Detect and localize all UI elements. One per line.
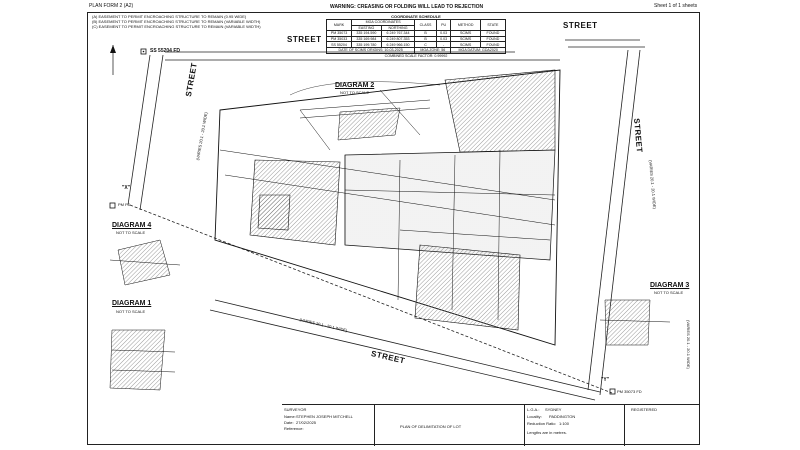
surveyor-heading: SURVEYOR xyxy=(284,407,307,412)
col-easting: EASTING xyxy=(351,24,382,32)
diagram-3-note: NOT TO SCALE xyxy=(654,290,684,295)
col-state: STATE xyxy=(479,18,507,32)
x-mark-label: "X" xyxy=(122,185,131,191)
table-row: DATE OF SCIMS ORIGINS: 10-03-2025 MGA ZO… xyxy=(325,47,506,54)
table-row: COMBINED SCALE FACTOR: 0.99992 xyxy=(327,53,506,58)
title-block: SURVEYOR Name: STEPHEN JOSEPH MITCHELL D… xyxy=(282,404,700,446)
survey-date: 27/02/2025 xyxy=(296,420,317,425)
diagram-2-leader xyxy=(289,81,441,96)
lot-core xyxy=(344,149,556,261)
registered-label: REGISTERED xyxy=(631,407,658,412)
y-mark-label: "Y" xyxy=(601,377,610,383)
registered-cell: REGISTERED xyxy=(624,405,700,446)
drawing-frame xyxy=(87,12,700,445)
street-right-label: STREET xyxy=(632,117,645,154)
diagram-2-note: NOT TO SCALE xyxy=(340,90,370,95)
diagram-2-title: DIAGRAM 2 xyxy=(335,82,375,89)
road-width-diag3: (VARIES 20.1 - 20.1 WIDE) xyxy=(686,320,691,369)
diagram-1-title: DIAGRAM 1 xyxy=(112,300,152,307)
diagram-4-linework xyxy=(109,239,181,286)
adjoining-building-ne xyxy=(444,69,556,153)
hatched-area xyxy=(257,194,291,231)
street-alignments xyxy=(127,39,645,401)
col-mark: MARK xyxy=(325,18,353,32)
north-arrow-icon xyxy=(110,45,116,75)
col-northing: NORTHING xyxy=(380,24,416,32)
reduction-value: 1:100 xyxy=(559,421,570,426)
cell: MGA ZONE: 56 xyxy=(414,47,452,54)
ss-mark-label: SS 55204 FD xyxy=(150,48,181,54)
diagram-1-note: NOT TO SCALE xyxy=(116,309,146,314)
diagram-3-linework xyxy=(599,299,671,346)
ss-mark-icon xyxy=(140,48,147,55)
easement-b: (B) EASEMENT TO PERMIT ENCROACHING STRUC… xyxy=(92,19,261,24)
lga-label: L.G.A.: xyxy=(527,407,540,412)
col-mga: MGA COORDINATES xyxy=(351,19,416,26)
easement-c: (C) EASEMENT TO PERMIT ENCROACHING STRUC… xyxy=(92,24,261,29)
cell: MGA DATUM: GDA2020 xyxy=(450,47,506,54)
lga-cell: L.G.A.: SYDNEY Locality: PADDINGTON Redu… xyxy=(524,405,624,446)
reduction-label: Reduction Ratio xyxy=(527,421,556,426)
plan-form-label: PLAN FORM 2 (A2) xyxy=(89,3,134,9)
date-label: Date: xyxy=(284,420,294,425)
street-top-right-label: STREET xyxy=(563,21,598,30)
name-label: Name: xyxy=(284,414,296,419)
street-top-label: STREET xyxy=(287,35,322,44)
plan-title: PLAN OF DELIMITATION OF LOT xyxy=(400,424,462,429)
lengths-note: Lengths are in metres. xyxy=(527,430,567,435)
y-mark-icon xyxy=(609,388,616,395)
table-row: PM 35073 335 194.590 6 249 767.344 B 0.0… xyxy=(325,30,507,37)
surveyor-cell: SURVEYOR Name: STEPHEN JOSEPH MITCHELL D… xyxy=(282,405,374,446)
x-mark-icon xyxy=(109,202,116,209)
pm-y-label: PM 35073 FD xyxy=(617,389,642,394)
diagram-2-linework xyxy=(299,99,431,141)
coord-schedule-title: COORDINATE SCHEDULE xyxy=(391,14,441,19)
diagram-4-note: NOT TO SCALE xyxy=(116,230,146,235)
adjoining-building-s xyxy=(414,244,521,331)
easement-a: (A) EASEMENT TO PERMIT ENCROACHING STRUC… xyxy=(92,14,247,19)
col-class: CLASS xyxy=(414,18,437,32)
lga-value: SYDNEY xyxy=(545,407,562,412)
pm-x-label: PM FD xyxy=(118,202,131,207)
diagram-1-linework xyxy=(109,329,176,391)
diagram-4-title: DIAGRAM 4 xyxy=(112,222,152,229)
diagram-3-title: DIAGRAM 3 xyxy=(650,282,690,289)
reference-label: Reference: xyxy=(284,426,304,431)
coordinate-schedule: COORDINATE SCHEDULE MARK MGA COORDINATES… xyxy=(325,14,507,58)
warning-text: WARNING: CREASING OR FOLDING WILL LEAD T… xyxy=(330,4,484,10)
locality-label: Locality: xyxy=(527,414,542,419)
plan-title-cell: PLAN OF DELIMITATION OF LOT xyxy=(374,405,524,446)
internal-lines xyxy=(219,89,556,321)
surveyor-name: STEPHEN JOSEPH MITCHELL xyxy=(296,414,353,419)
cell: COMBINED SCALE FACTOR: 0.99992 xyxy=(384,53,448,58)
sheet-label: Sheet 1 of 1 sheets xyxy=(654,3,698,9)
locality-value: PADDINGTON xyxy=(549,414,576,419)
